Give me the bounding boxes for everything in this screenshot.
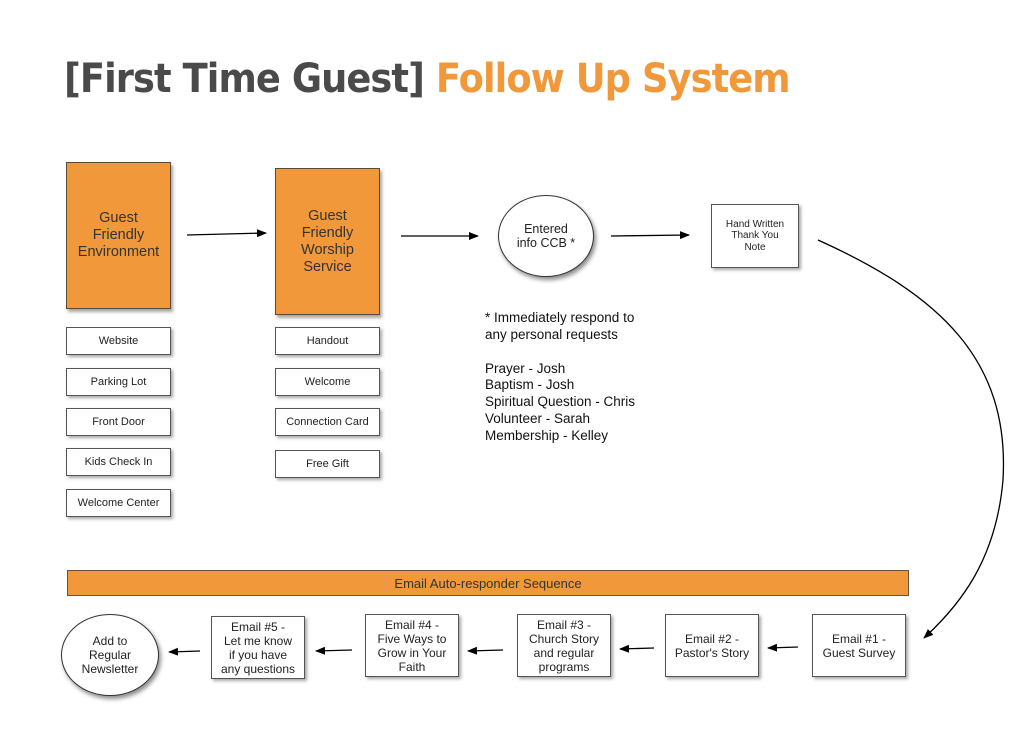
- arrow-email-4-to-5: [315, 646, 353, 655]
- note-assignment: Membership - Kelley: [485, 427, 609, 443]
- arrow-email-3-to-4: [467, 646, 504, 655]
- env-item-website: Website: [66, 327, 171, 355]
- note-assignment: Prayer - Josh: [485, 360, 566, 376]
- arrow-environment-to-worship: [186, 229, 267, 238]
- entered-ccb-circle: Entered info CCB *: [498, 195, 594, 277]
- email-5-box: Email #5 - Let me know if you have any q…: [211, 616, 305, 679]
- email-1-box: Email #1 - Guest Survey: [812, 614, 906, 677]
- worship-item-welcome: Welcome: [275, 368, 380, 396]
- note-assignment: Volunteer - Sarah: [485, 410, 591, 426]
- environment-box: Guest Friendly Environment: [66, 162, 171, 309]
- env-item-welcome-center: Welcome Center: [66, 489, 171, 517]
- env-item-front-door: Front Door: [66, 408, 171, 436]
- worship-item-handout: Handout: [275, 327, 380, 355]
- env-item-kids-check-in: Kids Check In: [66, 448, 171, 476]
- note-intro: * Immediately respond to any personal re…: [485, 310, 635, 342]
- arrow-ccb-to-note: [610, 231, 690, 240]
- thank-you-note-box: Hand Written Thank You Note: [711, 204, 799, 268]
- arrow-email-1-to-2: [767, 643, 799, 652]
- email-sequence-banner: Email Auto-responder Sequence: [67, 570, 909, 596]
- note-assignment: Baptism - Josh: [485, 377, 575, 393]
- newsletter-circle: Add to Regular Newsletter: [61, 614, 159, 696]
- page-title: [First Time Guest] Follow Up System: [64, 56, 791, 102]
- note-assignment: Spiritual Question - Chris: [485, 394, 636, 410]
- title-part-2: Follow Up System: [435, 56, 791, 102]
- env-item-parking-lot: Parking Lot: [66, 368, 171, 396]
- worship-service-box: Guest Friendly Worship Service: [275, 168, 380, 315]
- arrow-email-2-to-3: [619, 644, 655, 653]
- response-note: * Immediately respond to any personal re…: [485, 310, 635, 445]
- email-2-box: Email #2 - Pastor's Story: [665, 614, 759, 677]
- worship-item-free-gift: Free Gift: [275, 450, 380, 478]
- email-3-box: Email #3 - Church Story and regular prog…: [517, 614, 611, 677]
- worship-item-connection-card: Connection Card: [275, 408, 380, 436]
- arrow-note-to-email-1: [817, 239, 1005, 639]
- arrow-email-5-to-newsletter: [168, 647, 201, 656]
- title-part-1: [First Time Guest]: [64, 56, 425, 102]
- email-4-box: Email #4 - Five Ways to Grow in Your Fai…: [365, 614, 459, 677]
